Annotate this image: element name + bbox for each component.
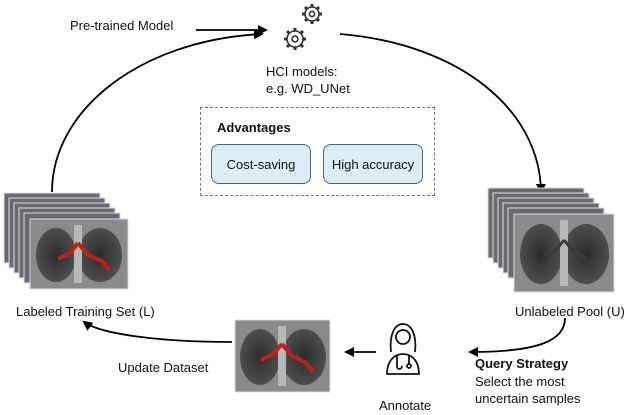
gear-icon: [284, 4, 322, 50]
advantages-box: Advantages Cost-saving High accuracy: [200, 107, 435, 196]
query-strategy-line2: uncertain samples: [475, 391, 581, 406]
unlabeled-pool-label: Unlabeled Pool (U): [515, 304, 625, 319]
ct-slice-unlabeled: [513, 213, 615, 293]
high-accuracy-box: High accuracy: [323, 144, 423, 184]
arc-model-to-unlabeled: [339, 33, 546, 194]
ct-slice-annotated: [234, 319, 331, 393]
hci-models-label: HCI models:: [266, 64, 338, 79]
cost-saving-box: Cost-saving: [211, 144, 311, 184]
update-dataset-label: Update Dataset: [118, 360, 209, 375]
arc-labeled-to-model: [51, 29, 264, 193]
hci-models-example: e.g. WD_UNet: [266, 81, 350, 96]
query-strategy-title: Query Strategy: [475, 356, 569, 371]
unlabeled-image-stack: [487, 187, 615, 293]
query-strategy-line1: Select the most: [475, 374, 565, 389]
ct-slice-labeled: [29, 218, 129, 290]
pretrained-model-label: Pre-trained Model: [70, 18, 174, 33]
arc-unlabeled-to-query: [468, 317, 566, 357]
advantages-title: Advantages: [217, 120, 291, 135]
labeled-set-label: Labeled Training Set (L): [16, 304, 155, 319]
doctor-icon: [386, 323, 420, 375]
annotate-label: Annotate: [379, 398, 432, 413]
arc-update-dataset: [82, 320, 233, 343]
labeled-image-stack: [3, 192, 129, 290]
